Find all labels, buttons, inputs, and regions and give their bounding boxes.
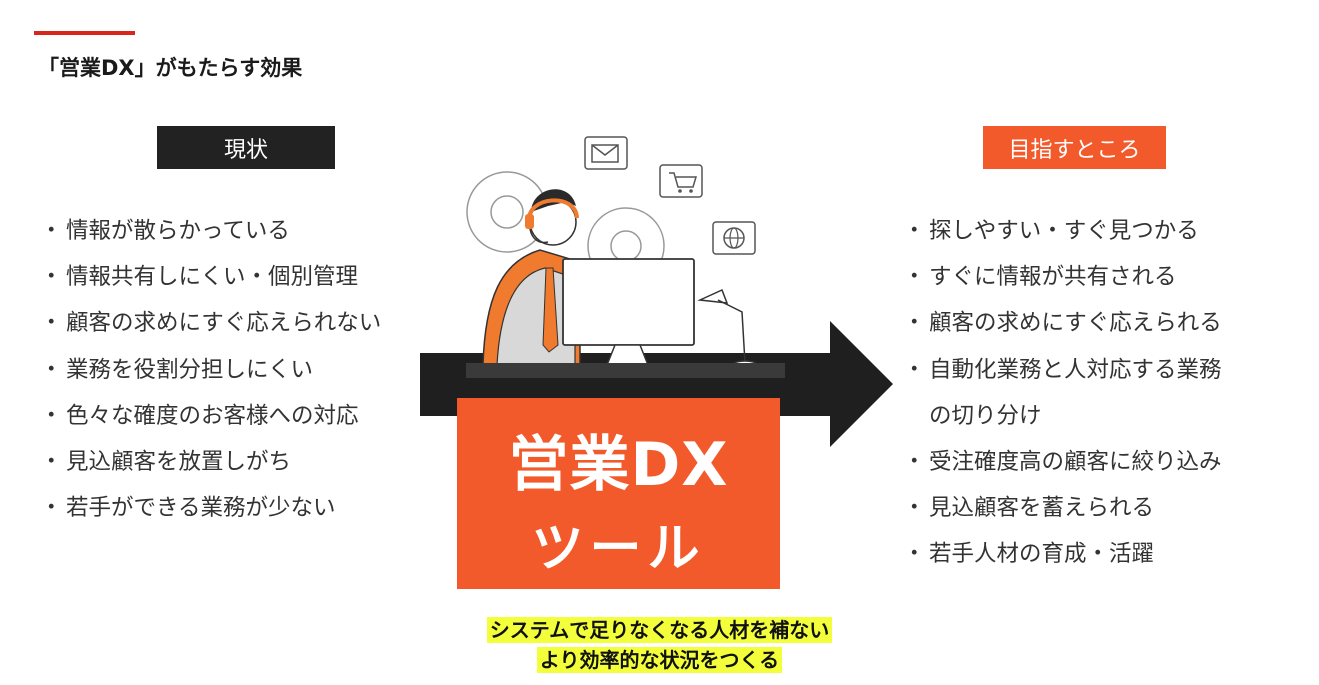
caption-text: より効率的な状況をつくる	[536, 647, 783, 673]
cart-icon	[659, 164, 703, 198]
headset-icon	[525, 198, 579, 244]
tool-title: 営業DX	[508, 430, 729, 500]
current-state-label: 現状	[157, 126, 335, 169]
bullet: ・	[903, 218, 926, 244]
list-item: ・業務を役割分担しにくい	[40, 347, 381, 393]
dx-tool-box: 営業DX ツール	[457, 398, 780, 589]
list-item-text: 色々な確度のお客様への対応	[66, 402, 359, 429]
list-item-text: 情報共有しにくい・個別管理	[66, 264, 359, 291]
list-item: ・色々な確度のお客様への対応	[40, 393, 381, 439]
list-item: ・見込顧客を放置しがち	[40, 439, 381, 485]
list-item-text: の切り分け	[929, 402, 1042, 429]
list-item-text: 顧客の求めにすぐ応えられる	[929, 310, 1222, 337]
bullet: ・	[40, 402, 63, 429]
list-item: ・探しやすい・すぐ見つかる	[903, 208, 1222, 254]
gear-icon	[466, 171, 548, 253]
list-item-text: 業務を役割分担しにくい	[66, 356, 314, 383]
monitor-icon	[562, 258, 695, 366]
list-item-continuation: の切り分け	[903, 393, 1222, 439]
bullet: ・	[903, 541, 926, 568]
list-item-text: 若手人材の育成・活躍	[929, 541, 1155, 568]
bullet: ・	[40, 264, 63, 291]
list-item: ・若手人材の育成・活躍	[903, 531, 1222, 577]
bullet: ・	[40, 310, 63, 337]
list-item: ・受注確度高の顧客に絞り込み	[903, 439, 1222, 485]
bullet: ・	[903, 310, 926, 337]
globe-icon	[712, 221, 756, 255]
caption-text: システムで足りなくなる人材を補ない	[486, 617, 833, 643]
operator-illustration	[482, 189, 581, 366]
list-item-text: 若手ができる業務が少ない	[66, 495, 336, 522]
list-item-text: 顧客の求めにすぐ応えられない	[66, 310, 382, 337]
list-item-text: 見込顧客を蓄えられる	[929, 495, 1155, 522]
bullet: ・	[903, 495, 926, 522]
tool-subtitle: ツール	[531, 519, 706, 579]
list-item: ・見込顧客を蓄えられる	[903, 485, 1222, 531]
current-state-list: ・情報が散らかっている ・情報共有しにくい・個別管理 ・顧客の求めにすぐ応えられ…	[40, 208, 381, 531]
list-item-text: 見込顧客を放置しがち	[66, 449, 292, 476]
bullet: ・	[40, 495, 63, 522]
list-item: ・情報が散らかっている	[40, 208, 381, 254]
list-item: ・顧客の求めにすぐ応えられる	[903, 300, 1222, 346]
bullet: ・	[903, 356, 926, 383]
list-item-text: 自動化業務と人対応する業務	[929, 356, 1222, 383]
list-item: ・すぐに情報が共有される	[903, 254, 1222, 300]
goal-state-label: 目指すところ	[983, 126, 1166, 169]
bullet: ・	[903, 264, 926, 291]
bullet: ・	[40, 218, 63, 244]
title-accent-rule	[34, 31, 135, 35]
list-item: ・若手ができる業務が少ない	[40, 485, 381, 531]
list-item: ・情報共有しにくい・個別管理	[40, 254, 381, 300]
bullet: ・	[903, 449, 926, 476]
list-item-text: 情報が散らかっている	[66, 218, 290, 244]
list-item-text: すぐに情報が共有される	[929, 264, 1177, 291]
page-title: 「営業DX」がもたらす効果	[38, 56, 303, 80]
bullet: ・	[40, 449, 63, 476]
list-item: ・顧客の求めにすぐ応えられない	[40, 300, 381, 346]
list-item-text: 探しやすい・すぐ見つかる	[929, 218, 1199, 244]
goal-state-list: ・探しやすい・すぐ見つかる ・すぐに情報が共有される ・顧客の求めにすぐ応えられ…	[903, 208, 1222, 578]
caption-line-1: システムで足りなくなる人材を補ない	[0, 614, 1319, 643]
bullet: ・	[40, 356, 63, 383]
list-item: ・自動化業務と人対応する業務	[903, 347, 1222, 393]
mail-icon	[584, 136, 628, 170]
caption-line-2: より効率的な状況をつくる	[0, 644, 1319, 673]
list-item-text: 受注確度高の顧客に絞り込み	[929, 449, 1222, 476]
desk	[466, 363, 785, 378]
